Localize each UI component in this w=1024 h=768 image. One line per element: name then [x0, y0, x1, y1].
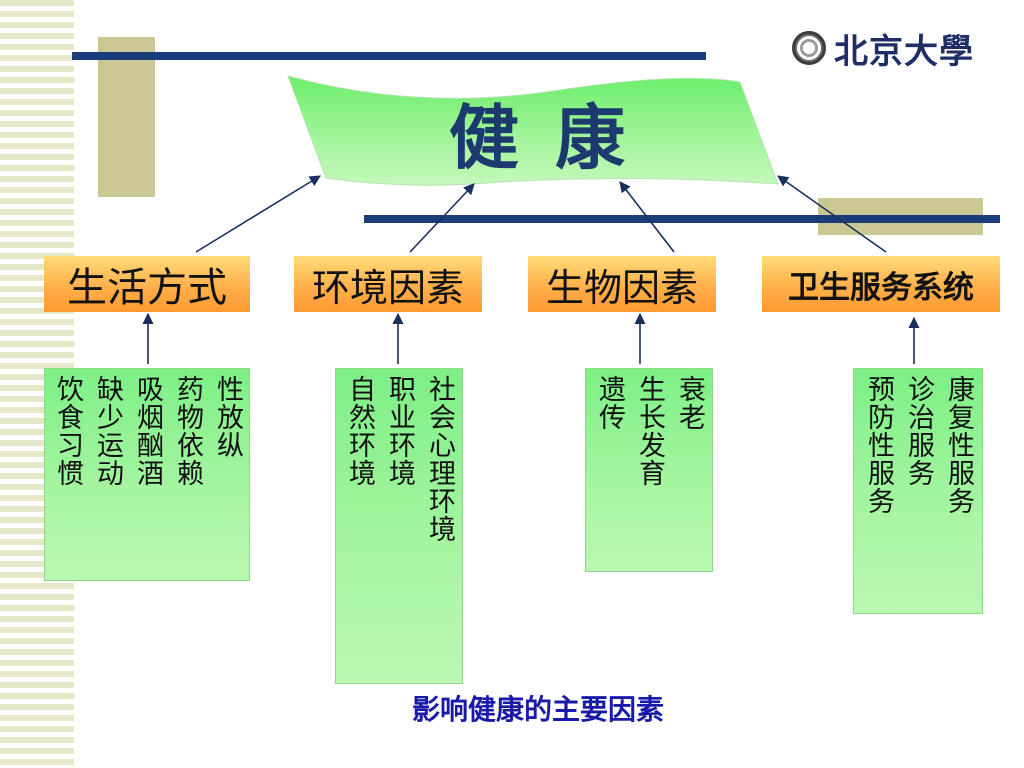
detail-item: 性放纵	[212, 375, 243, 459]
detail-item: 吸烟酗酒	[132, 375, 163, 487]
healthcare-details: 康复性服务 诊治服务 预防性服务	[853, 368, 983, 614]
university-logo: 北京大學	[792, 28, 974, 72]
detail-item: 缺少运动	[92, 375, 123, 487]
factor-healthcare-system: 卫生服务系统	[762, 256, 1000, 312]
tan-block-left	[98, 37, 155, 197]
university-seal-icon	[792, 31, 826, 65]
middle-rule	[364, 215, 1000, 223]
environment-details: 社会心理环境 职业环境 自然环境	[335, 368, 463, 684]
health-title: 健 康	[448, 96, 632, 179]
factor-environment: 环境因素	[294, 256, 482, 312]
detail-item: 诊治服务	[903, 375, 934, 487]
detail-item: 衰老	[674, 375, 705, 431]
detail-item: 职业环境	[384, 375, 415, 487]
factor-healthcare-system-label: 卫生服务系统	[788, 269, 974, 306]
top-rule	[72, 52, 706, 60]
lifestyle-details: 性放纵 药物依赖 吸烟酗酒 缺少运动 饮食习惯	[44, 368, 250, 581]
arrow-healthcare-to-health	[777, 175, 887, 253]
detail-item: 社会心理环境	[424, 375, 455, 543]
detail-item: 遗传	[594, 375, 625, 431]
detail-item: 生长发育	[634, 375, 665, 487]
detail-item: 预防性服务	[863, 375, 894, 515]
detail-item: 自然环境	[344, 375, 375, 487]
detail-item: 饮食习惯	[52, 375, 83, 487]
factor-biology-label: 生物因素	[545, 265, 698, 310]
detail-item: 康复性服务	[943, 375, 974, 515]
slide-caption: 影响健康的主要因素	[411, 693, 664, 726]
factor-lifestyle: 生活方式	[44, 256, 250, 312]
arrow-lifestyle-to-health	[195, 175, 321, 253]
arrow-environment-to-health	[409, 183, 475, 253]
detail-item: 药物依赖	[172, 375, 203, 487]
logo-text: 北京大學	[834, 31, 974, 72]
arrow-biology-to-health	[619, 181, 675, 253]
factor-environment-label: 环境因素	[311, 265, 464, 310]
factor-lifestyle-label: 生活方式	[67, 265, 227, 311]
biology-details: 衰老 生长发育 遗传	[585, 368, 713, 572]
factor-biology: 生物因素	[528, 256, 716, 312]
